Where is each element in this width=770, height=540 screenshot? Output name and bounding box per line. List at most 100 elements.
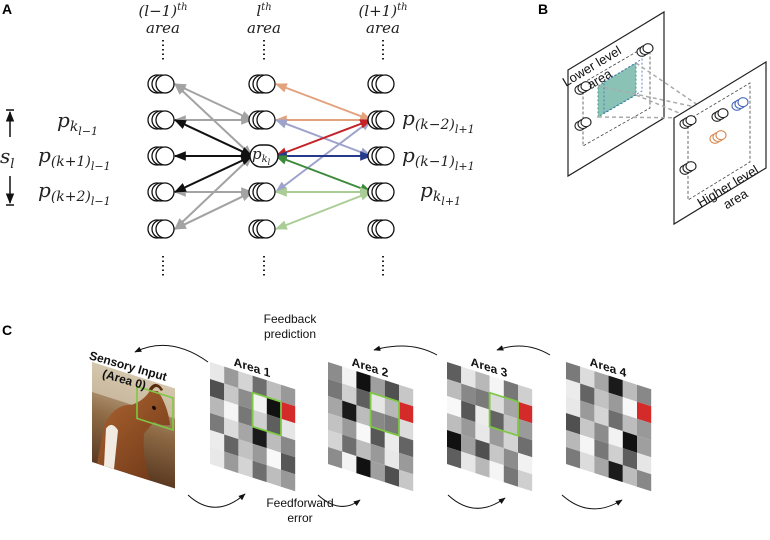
column-header-1: (l−1)th bbox=[138, 2, 187, 20]
grid-cell bbox=[461, 434, 476, 457]
input-patch-box bbox=[136, 385, 174, 431]
grid-cell bbox=[238, 439, 253, 461]
grid-cell bbox=[238, 371, 253, 393]
grid-cell bbox=[518, 469, 533, 492]
scale-label: sl bbox=[0, 144, 14, 172]
grid-cell bbox=[356, 422, 371, 444]
grid-cell bbox=[328, 413, 343, 435]
area-grid-3: Area 3 bbox=[447, 355, 533, 492]
grid-cell bbox=[566, 413, 581, 435]
neuron-nodes bbox=[147, 74, 395, 239]
feedforward-arrow-2 bbox=[317, 494, 361, 507]
grid-cell bbox=[399, 418, 414, 441]
node-c1-r5 bbox=[147, 219, 175, 239]
grid-cell bbox=[518, 435, 533, 458]
arrow-left-black-3 bbox=[173, 155, 254, 193]
grid-cell bbox=[252, 409, 267, 432]
grid-cell bbox=[503, 465, 518, 487]
higher-node-left bbox=[679, 115, 697, 129]
grid-cell bbox=[252, 460, 267, 483]
grid-cell bbox=[370, 460, 385, 483]
feedback-arrow-1 bbox=[134, 344, 209, 363]
grid-cell bbox=[210, 396, 225, 418]
grid-highlight-box bbox=[369, 391, 400, 437]
grid-cell bbox=[399, 469, 414, 492]
grid-cell bbox=[342, 417, 357, 440]
grid-cell bbox=[461, 417, 476, 440]
grid-cell bbox=[328, 396, 343, 418]
grid-cell bbox=[475, 422, 490, 444]
grid-cell bbox=[328, 447, 343, 469]
grid-cell bbox=[266, 414, 281, 436]
arrow-left-gray-extra bbox=[173, 191, 254, 230]
grid-cell bbox=[503, 414, 518, 436]
grid-cell bbox=[461, 383, 476, 406]
grid-cell bbox=[608, 443, 623, 466]
arrow-left-black-1 bbox=[173, 119, 254, 157]
higher-node-bottom bbox=[679, 161, 697, 175]
lower-node-bottom bbox=[574, 117, 592, 131]
grid-cell bbox=[281, 418, 296, 441]
grid-cell bbox=[447, 413, 462, 435]
node-c1-r2 bbox=[147, 110, 175, 130]
grid-cell bbox=[370, 375, 385, 398]
grid-highlight-box bbox=[488, 391, 519, 437]
grid-cell bbox=[224, 383, 239, 406]
grid-cell bbox=[447, 379, 462, 401]
grid-cell bbox=[637, 418, 652, 441]
grid-cell bbox=[238, 388, 253, 410]
grid-cell bbox=[489, 443, 504, 466]
node-c2-r5 bbox=[248, 219, 276, 239]
grid-cell bbox=[447, 396, 462, 418]
grid-cell bbox=[356, 405, 371, 427]
node-c2-r1 bbox=[248, 74, 276, 94]
grid-cell bbox=[580, 451, 595, 474]
grid-cell bbox=[399, 435, 414, 458]
grid-cell bbox=[580, 417, 595, 440]
grid-cell bbox=[566, 396, 581, 418]
grid-cell bbox=[622, 448, 637, 470]
grid-cell bbox=[503, 380, 518, 402]
grid-cell bbox=[489, 426, 504, 449]
grid-cell bbox=[238, 422, 253, 444]
grid-cell bbox=[266, 380, 281, 402]
grid-cell bbox=[399, 384, 414, 407]
grid-cell bbox=[608, 460, 623, 483]
panel-c-letter: C bbox=[2, 322, 12, 338]
grid-cell bbox=[608, 409, 623, 432]
grid-cell bbox=[252, 426, 267, 449]
higher-node-center bbox=[711, 108, 729, 122]
grid-cell bbox=[328, 362, 343, 384]
left-label-2: p(k+1)l−1 bbox=[38, 143, 111, 173]
grid-cell bbox=[356, 388, 371, 410]
feedback-arrow-3 bbox=[496, 345, 551, 356]
node-c3-r2 bbox=[367, 110, 395, 130]
grid-cell bbox=[518, 401, 533, 424]
arrow-right-lightgreen-2 bbox=[274, 191, 373, 230]
grid-cell bbox=[384, 397, 399, 419]
grid-highlight-box bbox=[251, 391, 282, 437]
arrow-right-green bbox=[274, 155, 373, 193]
grid-cell bbox=[637, 435, 652, 458]
grid-cell bbox=[210, 430, 225, 452]
node-c3-r5 bbox=[367, 219, 395, 239]
grid-cell bbox=[342, 451, 357, 474]
grid-cell bbox=[281, 452, 296, 475]
grid-cell bbox=[489, 375, 504, 398]
right-label-1: p(k−2)l+1 bbox=[402, 106, 475, 136]
column-header-area-1: area bbox=[146, 19, 180, 37]
grid-cell bbox=[594, 388, 609, 410]
grid-cell bbox=[503, 397, 518, 419]
grid-cell bbox=[503, 448, 518, 470]
grid-cell bbox=[475, 405, 490, 427]
grid-cell bbox=[238, 405, 253, 427]
grid-cell bbox=[210, 447, 225, 469]
grid-cell bbox=[566, 447, 581, 469]
grid-cell bbox=[622, 380, 637, 402]
arrow-right-red bbox=[274, 119, 373, 157]
node-c2-r2 bbox=[248, 110, 276, 130]
area-grid-2: Area 2 bbox=[328, 355, 414, 492]
grid-cell bbox=[210, 379, 225, 401]
